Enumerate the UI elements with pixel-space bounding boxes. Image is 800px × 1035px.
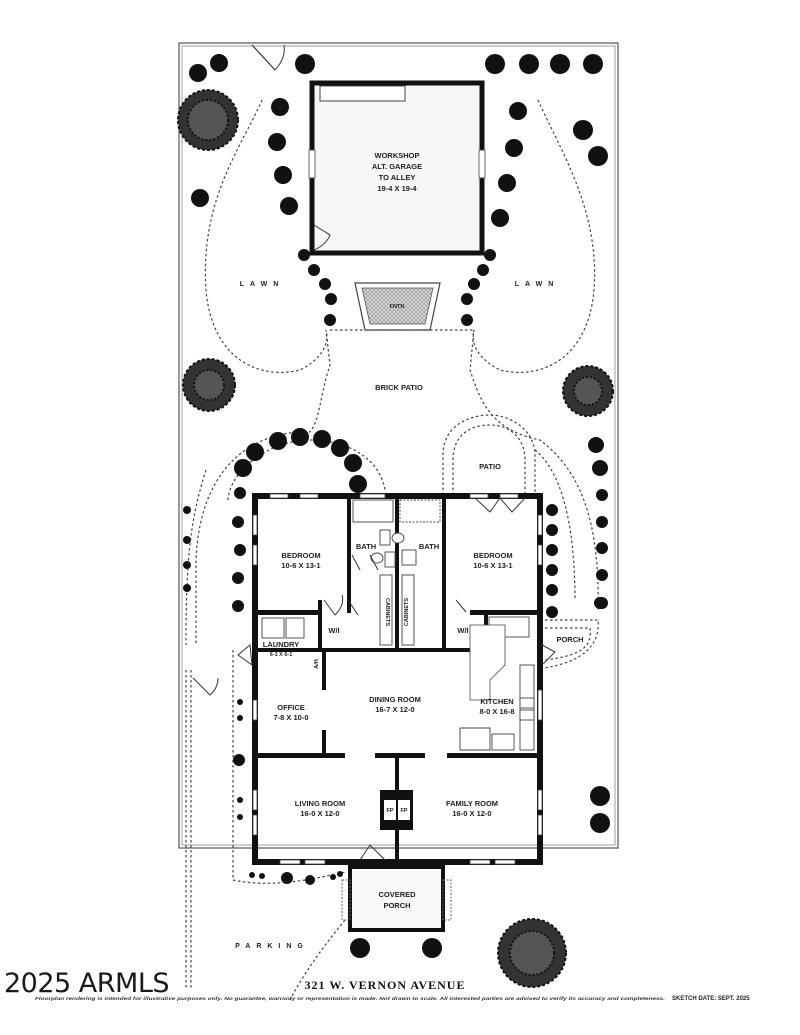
laundry-dims: 6-1 X 6-1 [270, 652, 293, 658]
laundry-label: LAUNDRY [263, 640, 299, 649]
lawn-right-outline [469, 99, 599, 611]
lawn-left-outline [195, 99, 331, 645]
covered-porch [341, 865, 452, 932]
side-porch-label: PORCH [556, 635, 583, 644]
windows [252, 493, 543, 865]
office-label: OFFICE [277, 703, 305, 712]
workshop-label-1: WORKSHOP [375, 151, 420, 160]
rear-patio-arch [442, 414, 536, 495]
lawn-right-label: LAWN [515, 281, 560, 288]
living-room-dims: 16-0 X 12-0 [300, 809, 339, 818]
kitchen-label: KITCHEN [480, 697, 513, 706]
shrubs [183, 54, 610, 958]
cabinets-left-label: CABINETS [384, 598, 390, 626]
fireplace-left-label: FP [386, 808, 393, 814]
bedroom-left-label: BEDROOM [281, 551, 320, 560]
trees [177, 89, 614, 988]
parking-path [289, 919, 346, 1001]
property-address: 321 W. VERNON AVENUE [305, 978, 466, 992]
family-room-label: FAMILY ROOM [446, 799, 498, 808]
patio-label: PATIO [479, 462, 501, 471]
walkin-right-label: W/I [457, 626, 468, 635]
armls-watermark: 2025 ARMLS [4, 968, 170, 999]
office-dims: 7-8 X 10-0 [273, 713, 308, 722]
doors [192, 497, 556, 861]
brick-patio-label: BRICK PATIO [375, 383, 423, 392]
workshop-building [308, 80, 486, 256]
workshop-label-3: TO ALLEY [379, 173, 416, 182]
left-path-outline [185, 469, 207, 646]
workshop-label-2: ALT. GARAGE [372, 162, 422, 171]
air-handler-label: A/H [314, 659, 320, 669]
side-porch-outline [544, 619, 599, 669]
right-path-outline [534, 449, 576, 601]
covered-porch-label-1: COVERED [378, 890, 416, 899]
covered-porch-label-2: PORCH [383, 901, 410, 910]
bedroom-right-dims: 10-6 X 13-1 [473, 561, 512, 570]
bedroom-right-label: BEDROOM [473, 551, 512, 560]
side-walk-outline [185, 650, 234, 990]
workshop-dims: 19-4 X 19-4 [377, 184, 417, 193]
dining-room-label: DINING ROOM [369, 695, 421, 704]
living-room-label: LIVING ROOM [295, 799, 345, 808]
fireplace-right-label: FP [400, 808, 407, 814]
fixtures [261, 499, 535, 751]
fountain [354, 282, 441, 331]
gate-top [251, 44, 285, 71]
bath-right-label: BATH [419, 542, 439, 551]
parking-label: PARKING [235, 943, 309, 950]
bath-left-label: BATH [356, 542, 376, 551]
walkin-left-label: W/I [328, 626, 339, 635]
hedge-arc-outline [227, 439, 386, 501]
family-room-dims: 16-0 X 12-0 [452, 809, 491, 818]
disclaimer-text: Floorplan rendering is intended for illu… [35, 996, 665, 1001]
kitchen-dims: 8-0 X 16-8 [479, 707, 514, 716]
house-walls [252, 493, 543, 865]
dining-room-dims: 16-7 X 12-0 [375, 705, 414, 714]
sketch-date: SKETCH DATE: SEPT. 2025 [672, 996, 750, 1002]
fountain-label: FNTN [390, 304, 405, 310]
lawn-left-label: LAWN [240, 281, 285, 288]
bedroom-left-dims: 10-6 X 13-1 [281, 561, 320, 570]
cabinets-right-label: CABINETS [404, 598, 410, 626]
